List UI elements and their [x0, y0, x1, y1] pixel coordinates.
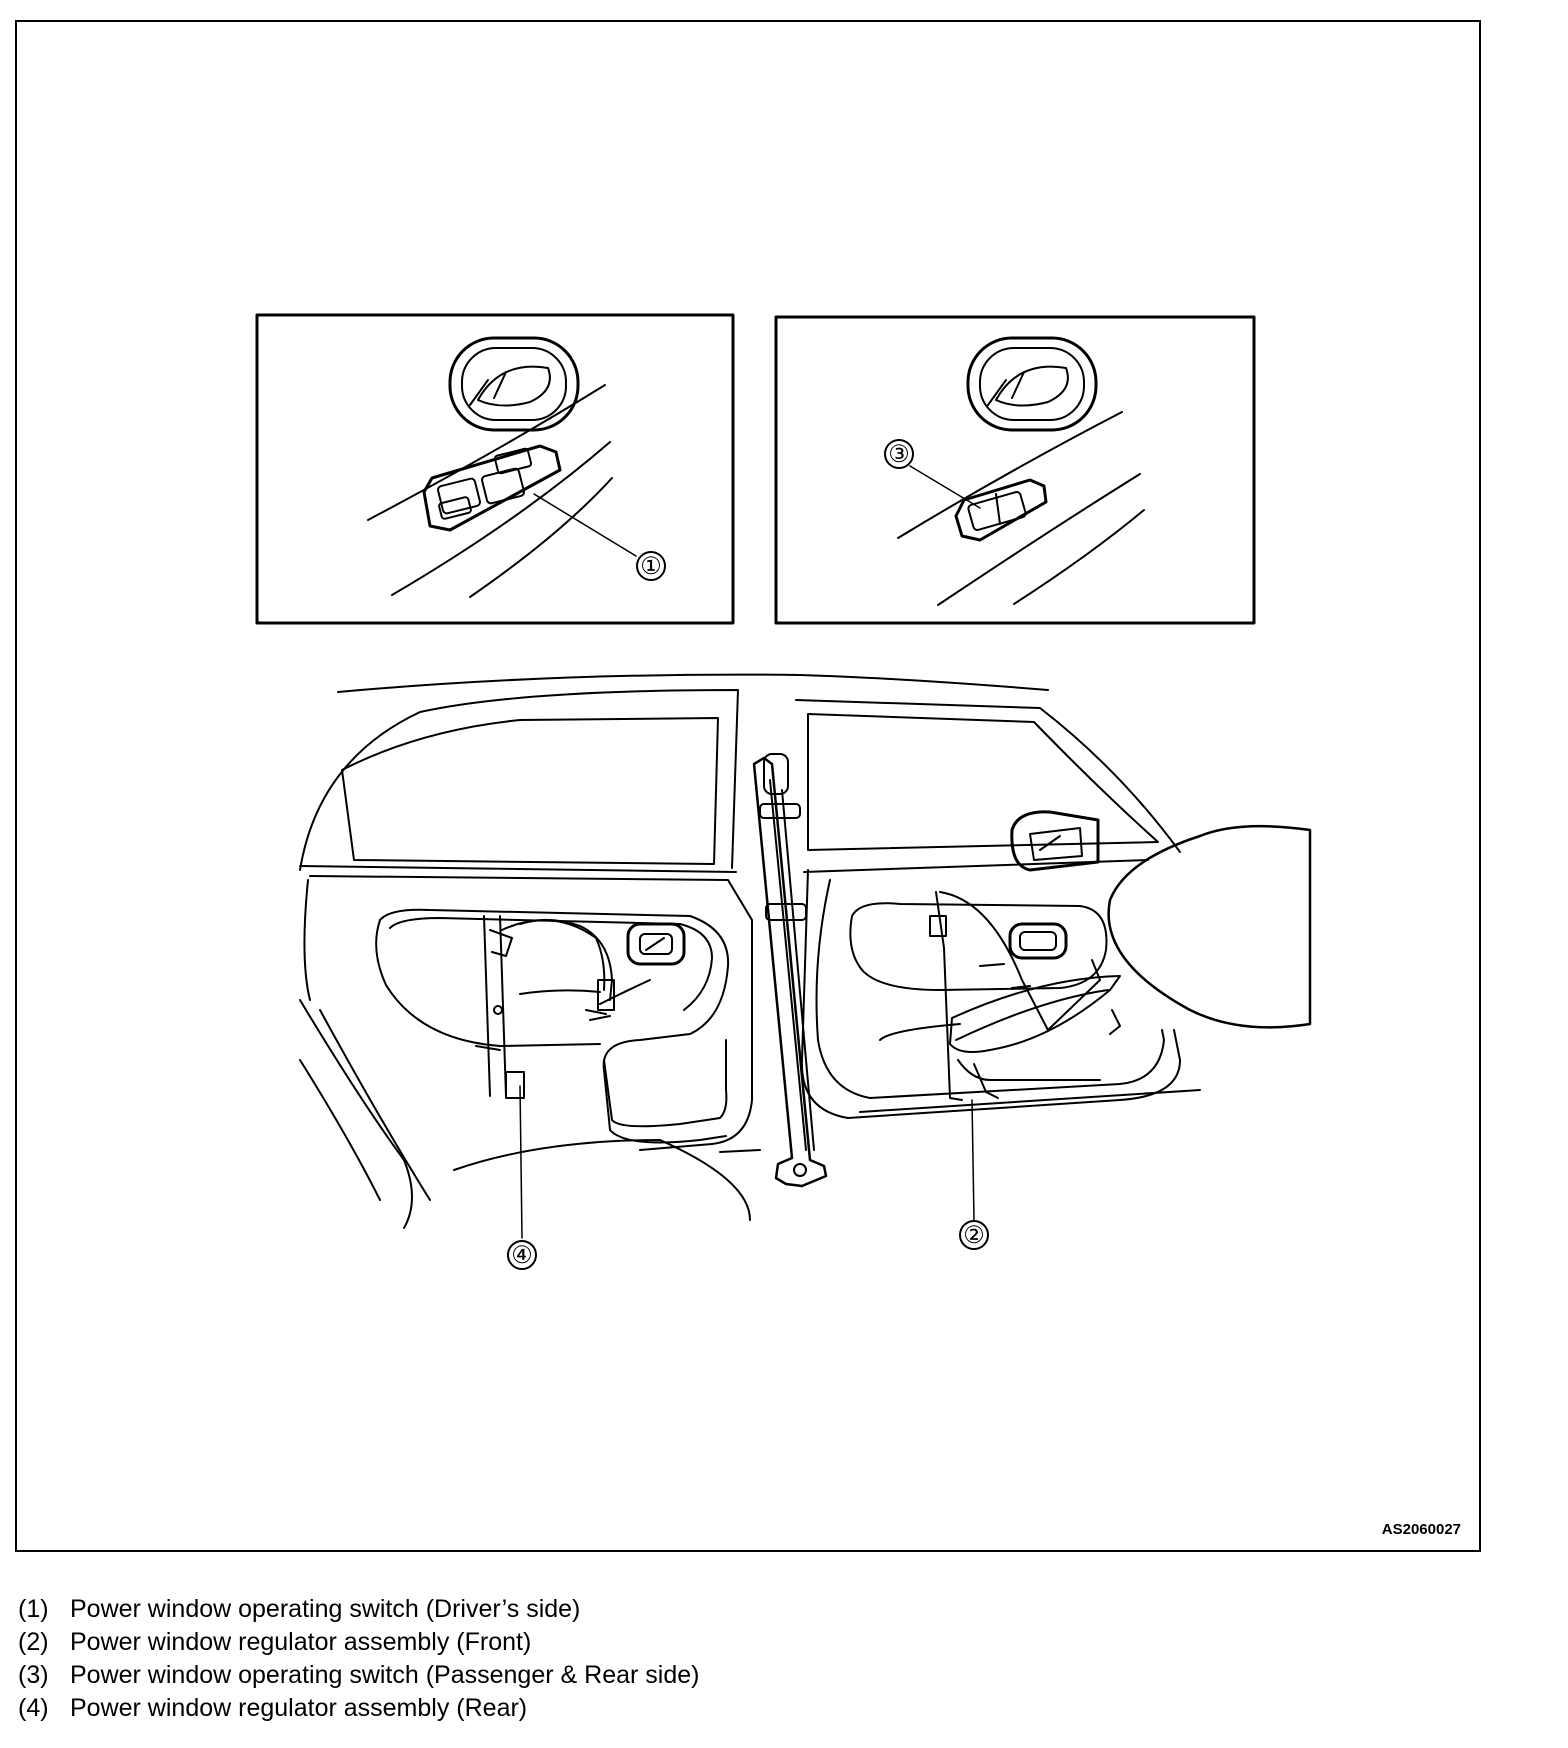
door-handle-icon [448, 336, 580, 432]
figure-frame: AS2060027 [15, 20, 1481, 1552]
car-side-view [299, 673, 1312, 1229]
door-handle-icon [1008, 922, 1068, 960]
rear-door-panel [303, 875, 753, 1151]
callout-2: ② [963, 1222, 985, 1249]
callout-1: ① [640, 553, 662, 580]
door-handle-icon [966, 336, 1098, 432]
legend-text: Power window regulator assembly (Front) [70, 1628, 532, 1656]
side-mirror-icon [1010, 810, 1100, 872]
legend-item: (2) Power window regulator assembly (Fron… [18, 1626, 699, 1659]
legend-number: (1) [18, 1595, 49, 1623]
passenger-switch-icon [954, 478, 1048, 542]
front-regulator-assembly [929, 891, 1121, 1101]
seat-belt [752, 753, 828, 1188]
legend-number: (4) [18, 1694, 49, 1722]
legend-item: (3) Power window operating switch (Passen… [18, 1659, 699, 1692]
legend-list: (1) Power window operating switch (Driver… [18, 1593, 699, 1725]
legend-text: Power window operating switch (Driver’s … [70, 1595, 581, 1623]
driver-switch-icon [422, 444, 562, 532]
legend-item: (4) Power window regulator assembly (Rear… [18, 1692, 699, 1725]
door-handle-icon [626, 922, 686, 966]
callout-4: ④ [511, 1242, 533, 1269]
detail-panel-passenger-switch: ③ [774, 315, 1256, 625]
legend-number: (3) [18, 1661, 49, 1689]
diagram: ① ③ [255, 313, 1312, 1270]
figure-reference-code: AS2060027 [1381, 1521, 1461, 1538]
legend-number: (2) [18, 1628, 49, 1656]
detail-panel-driver-switch: ① [255, 313, 735, 625]
legend-item: (1) Power window operating switch (Driver… [18, 1593, 699, 1626]
callout-3: ③ [888, 441, 910, 468]
front-door-panel [800, 869, 1201, 1119]
legend-text: Power window operating switch (Passenger… [70, 1661, 700, 1689]
legend-text: Power window regulator assembly (Rear) [70, 1694, 528, 1722]
rear-regulator-assembly [475, 915, 651, 1099]
